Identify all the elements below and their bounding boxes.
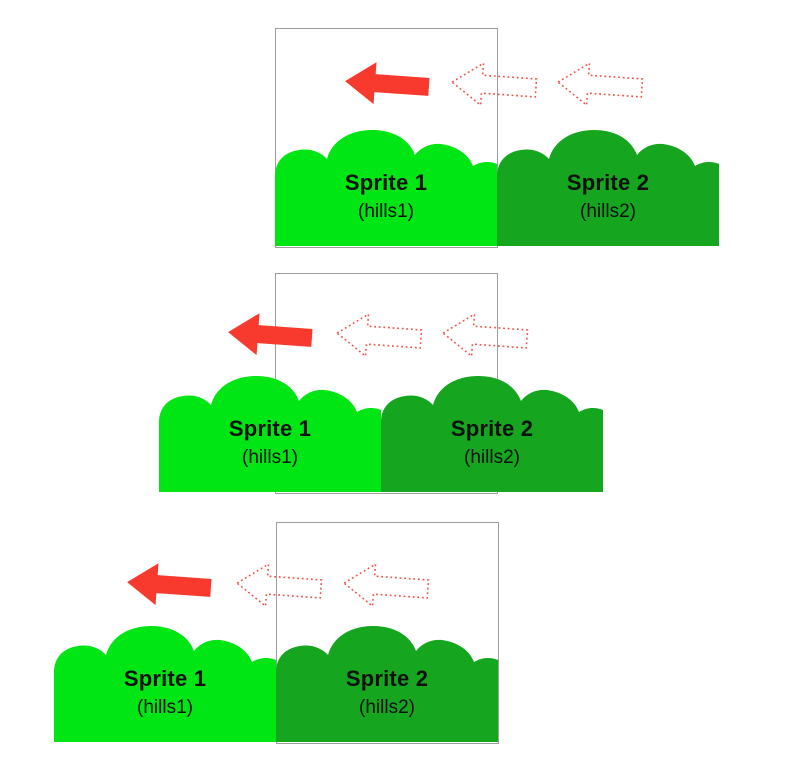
stage-frame-step3 bbox=[276, 522, 499, 744]
costume-name: (hills1) bbox=[137, 697, 193, 718]
move-left-ghost-arrow-icon bbox=[449, 59, 539, 111]
sprite-label: Sprite 2 (hills2) bbox=[381, 416, 603, 470]
sprite-name: Sprite 2 bbox=[566, 170, 650, 195]
sprite-name: Sprite 1 bbox=[123, 666, 207, 691]
move-left-arrow-icon bbox=[343, 58, 431, 110]
stage-frame-step1 bbox=[275, 28, 498, 248]
costume-name: (hills2) bbox=[580, 201, 636, 222]
sprite-label: Sprite 1 (hills1) bbox=[275, 170, 497, 224]
move-left-arrow-icon bbox=[125, 559, 213, 611]
costume-name: (hills1) bbox=[242, 447, 298, 468]
costume-name: (hills1) bbox=[358, 201, 414, 222]
sprite-name: Sprite 1 bbox=[228, 416, 312, 441]
move-left-ghost-arrow-icon bbox=[341, 560, 431, 612]
move-left-ghost-arrow-icon bbox=[334, 310, 424, 362]
sprite2-hills: Sprite 2 (hills2) bbox=[381, 374, 603, 492]
sprite1-hills: Sprite 1 (hills1) bbox=[159, 374, 381, 492]
sprite-label: Sprite 1 (hills1) bbox=[54, 666, 276, 720]
costume-name: (hills2) bbox=[359, 697, 415, 718]
sprite-label: Sprite 1 (hills1) bbox=[159, 416, 381, 470]
sprite2-hills: Sprite 2 (hills2) bbox=[276, 624, 498, 742]
sprite2-hills: Sprite 2 (hills2) bbox=[497, 128, 719, 246]
sprite-label: Sprite 2 (hills2) bbox=[276, 666, 498, 720]
sprite-name: Sprite 1 bbox=[344, 170, 428, 195]
move-left-ghost-arrow-icon bbox=[555, 59, 645, 111]
move-left-arrow-icon bbox=[226, 309, 314, 361]
sprite1-hills: Sprite 1 (hills1) bbox=[275, 128, 497, 246]
sprite-name: Sprite 2 bbox=[345, 666, 429, 691]
move-left-ghost-arrow-icon bbox=[234, 560, 324, 612]
sprite-label: Sprite 2 (hills2) bbox=[497, 170, 719, 224]
sprite-name: Sprite 2 bbox=[450, 416, 534, 441]
costume-name: (hills2) bbox=[464, 447, 520, 468]
sprite1-hills: Sprite 1 (hills1) bbox=[54, 624, 276, 742]
move-left-ghost-arrow-icon bbox=[440, 310, 530, 362]
